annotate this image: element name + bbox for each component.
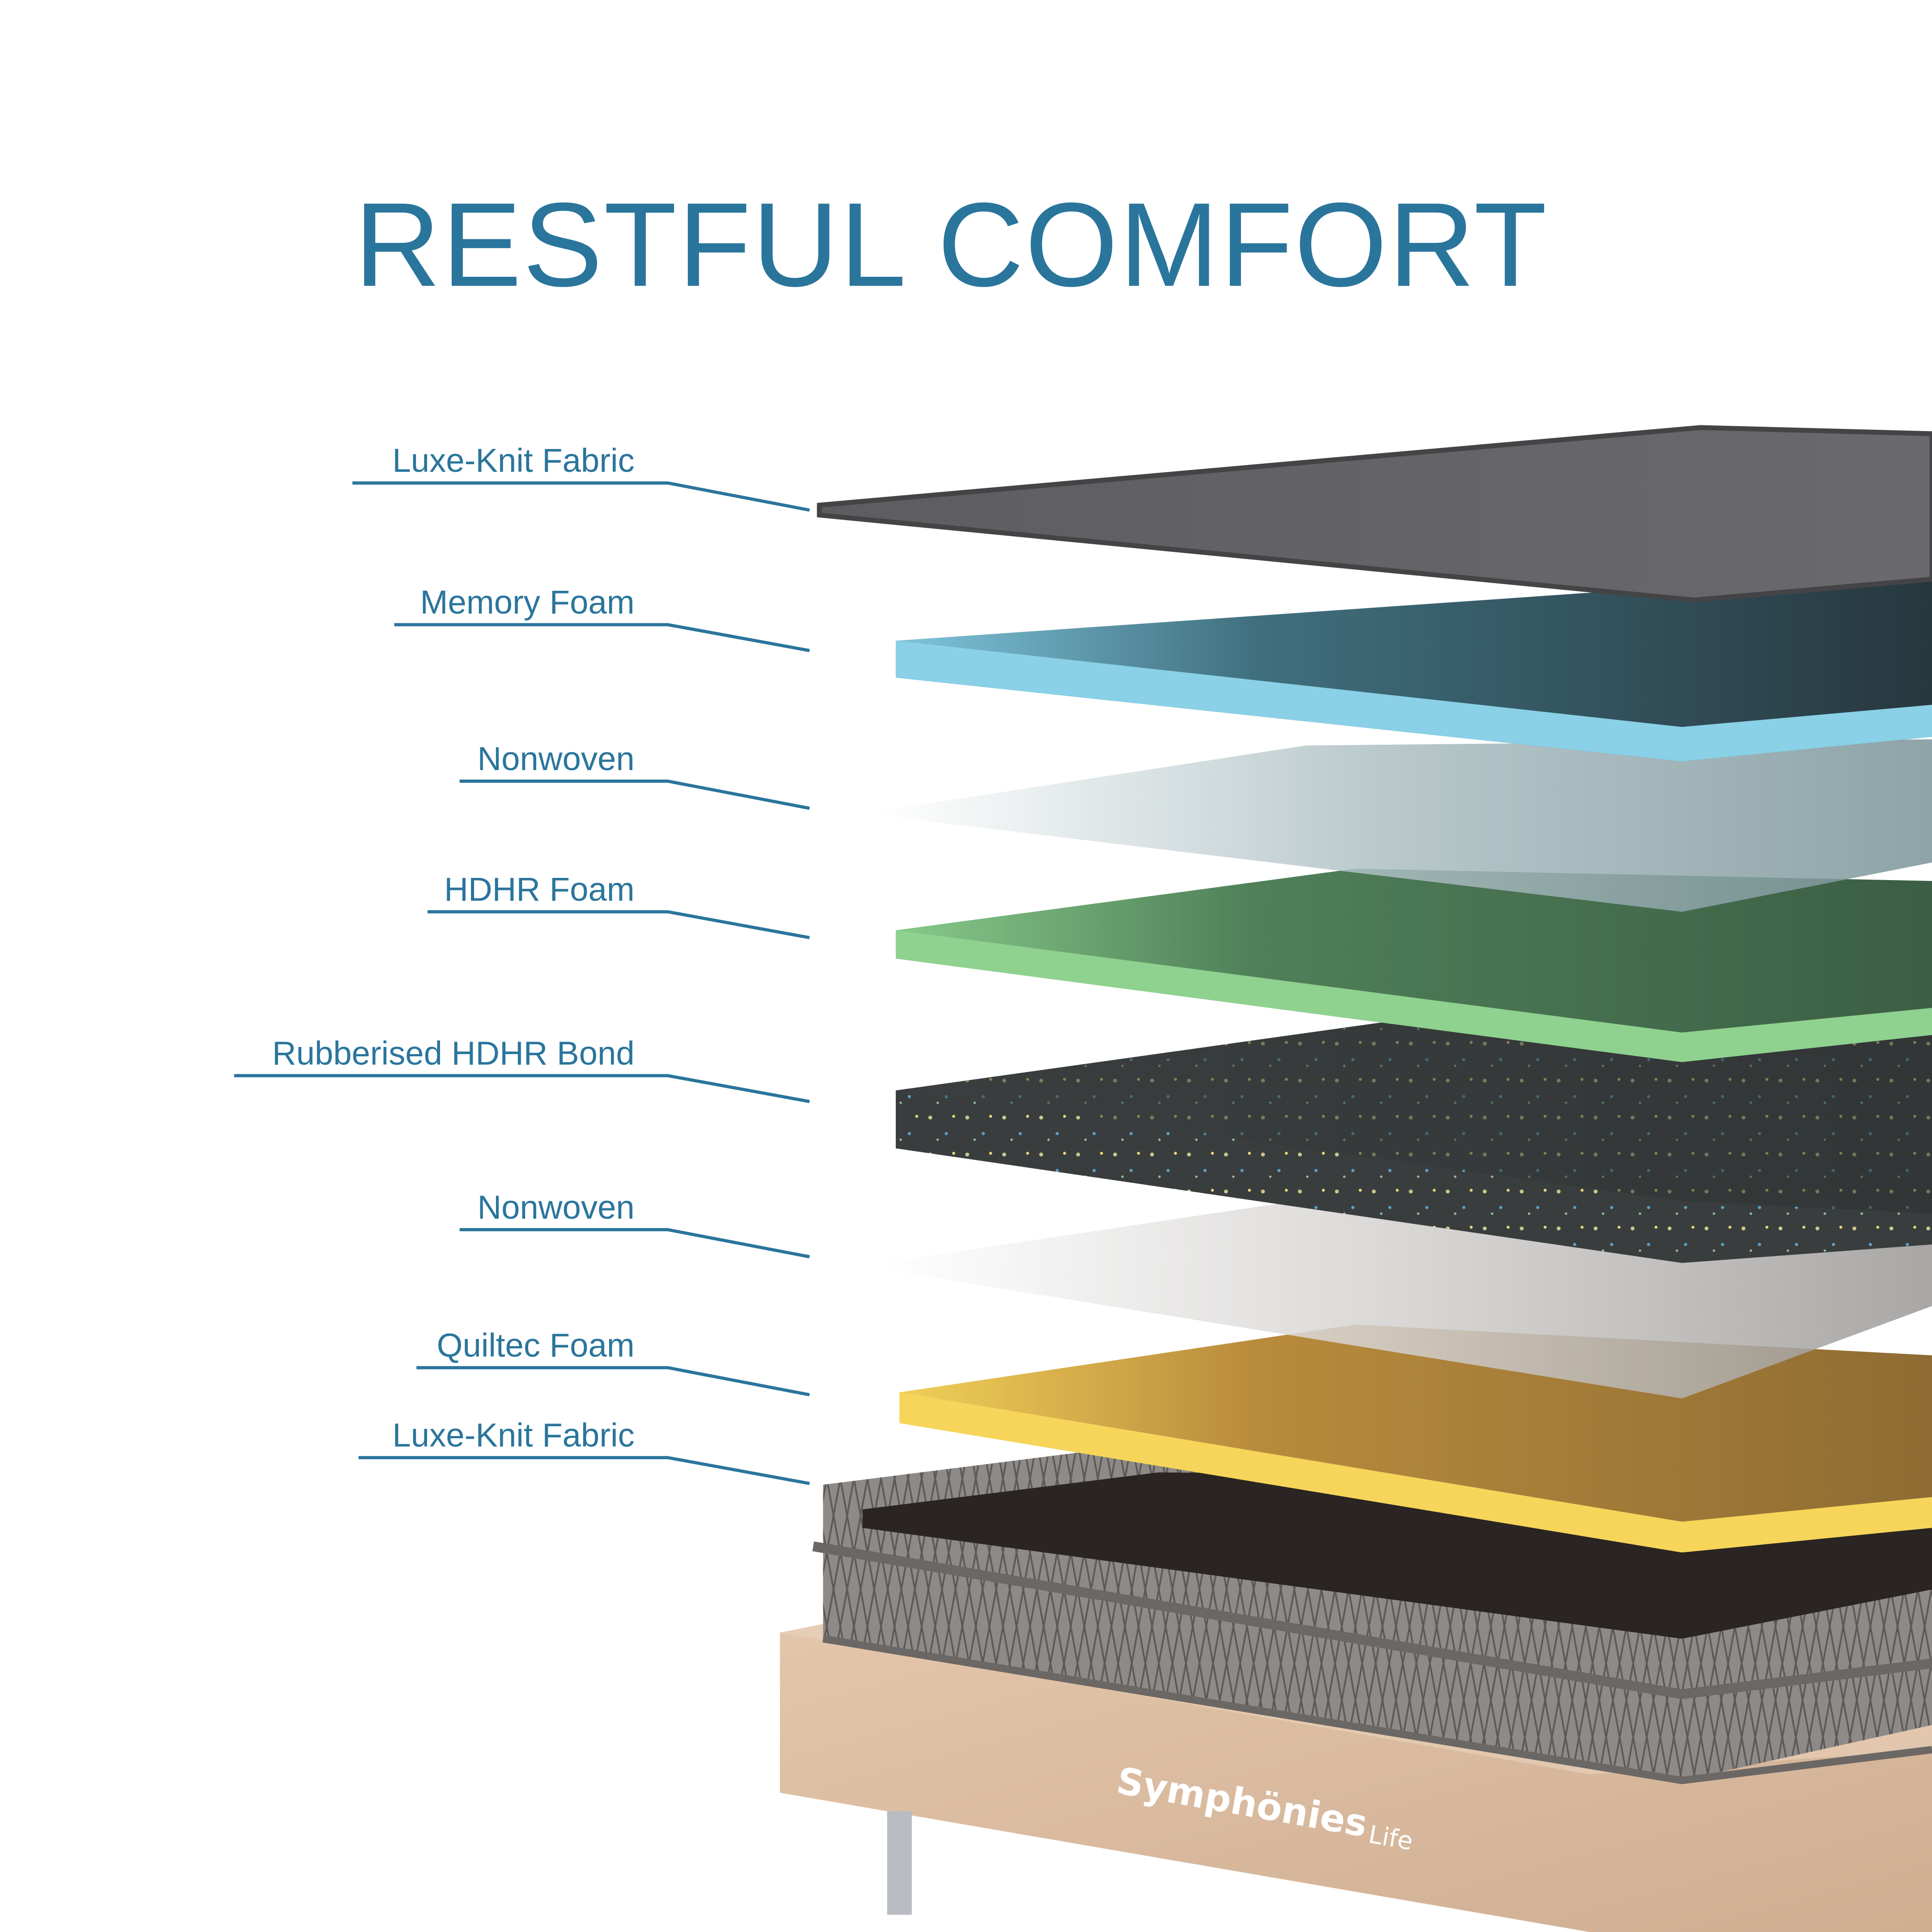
layer-labels: Luxe-Knit Fabric Memory Foam Nonwoven HD… — [234, 442, 810, 1485]
svg-text:Nonwoven: Nonwoven — [477, 1189, 634, 1226]
svg-text:Quiltec Foam: Quiltec Foam — [437, 1326, 635, 1364]
svg-text:HDHR Foam: HDHR Foam — [444, 871, 635, 908]
layer-rubberised-hdhr-bond — [895, 1022, 1932, 1263]
page-title: RESTFUL COMFORT — [354, 178, 1548, 311]
svg-text:Luxe-Knit Fabric: Luxe-Knit Fabric — [392, 442, 635, 479]
svg-text:Luxe-Knit Fabric: Luxe-Knit Fabric — [392, 1416, 635, 1453]
layer-memory-foam — [895, 579, 1932, 762]
label-nonwoven-1: Nonwoven — [459, 740, 810, 810]
label-luxe-knit-fabric-bottom: Luxe-Knit Fabric — [358, 1416, 810, 1485]
svg-text:Memory Foam: Memory Foam — [420, 584, 635, 621]
label-nonwoven-2: Nonwoven — [459, 1189, 810, 1258]
label-hdhr-foam: HDHR Foam — [428, 871, 810, 940]
svg-text:Nonwoven: Nonwoven — [477, 740, 634, 777]
layer-hdhr-foam — [895, 869, 1932, 1062]
layer-top-fabric — [817, 425, 1932, 603]
svg-text:Rubberised HDHR Bond: Rubberised HDHR Bond — [272, 1034, 635, 1072]
label-quiltec-foam: Quiltec Foam — [416, 1326, 810, 1397]
label-memory-foam: Memory Foam — [394, 584, 810, 652]
label-luxe-knit-fabric-top: Luxe-Knit Fabric — [352, 442, 810, 512]
bed-leg — [887, 1811, 912, 1915]
label-rubberised-hdhr-bond: Rubberised HDHR Bond — [234, 1034, 810, 1103]
layer-nonwoven-1 — [881, 739, 1932, 912]
